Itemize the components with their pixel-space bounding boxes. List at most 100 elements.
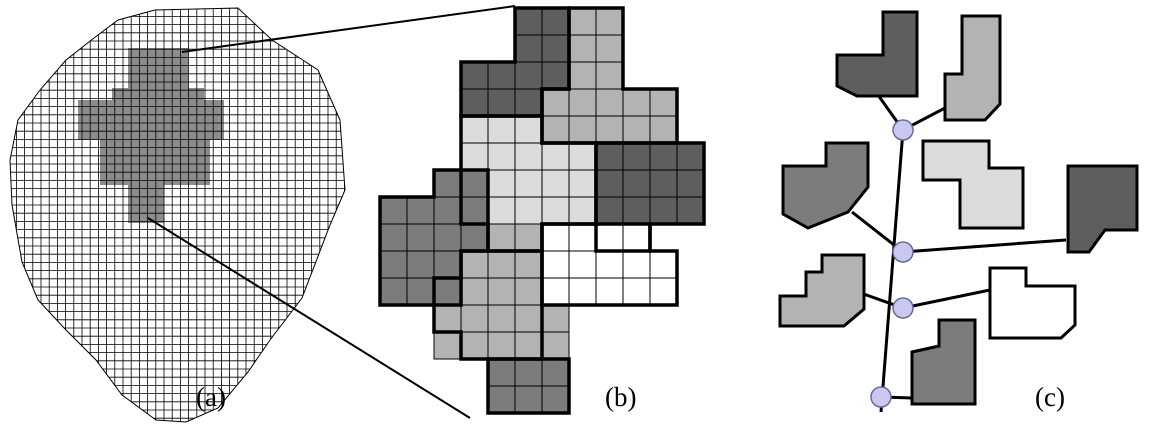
caption-a: (a): [196, 382, 226, 412]
grid-b-cell: [433, 304, 462, 333]
grid-b-cell: [433, 223, 462, 252]
grid-b-cell: [568, 88, 597, 117]
grid-b-cell: [460, 88, 489, 117]
piece-mid-center-light: [921, 139, 1025, 230]
grid-b-cell: [460, 115, 489, 144]
grid-b-cell: [595, 250, 624, 279]
grid-b-cell: [514, 88, 543, 117]
grid-b-cell: [622, 142, 651, 171]
grid-b-cell: [487, 250, 516, 279]
edge-node2-piece5: [902, 238, 1067, 254]
grid-b-cell: [379, 196, 408, 225]
highlight-cell-block: [100, 140, 210, 185]
grid-b-cell: [595, 34, 624, 63]
grid-b-cell: [568, 142, 597, 171]
grid-b-cell: [541, 304, 570, 333]
grid-b-cell: [649, 115, 678, 144]
grid-b-cell: [541, 7, 570, 36]
grid-b-cell: [514, 385, 543, 414]
grid-b-cell: [649, 277, 678, 306]
grid-b-cell: [487, 358, 516, 387]
grid-b-cell: [541, 385, 570, 414]
grid-b-cell: [541, 88, 570, 117]
piece-top-right-medium: [943, 14, 1002, 122]
grid-b-cell: [487, 331, 516, 360]
grid-b-cell: [487, 277, 516, 306]
tree-node-2: [892, 241, 914, 263]
grid-b-cell: [379, 223, 408, 252]
grid-b-cell: [541, 34, 570, 63]
grid-b-cell: [595, 277, 624, 306]
grid-b-piece-outline: [540, 222, 679, 307]
grid-b-cell: [622, 250, 651, 279]
grid-b-cell: [595, 61, 624, 90]
panel-b: (b): [378, 6, 706, 415]
grid-b-cell: [460, 61, 489, 90]
panel-c: (c): [778, 10, 1139, 413]
grid-b-cell: [514, 358, 543, 387]
piece-top-left-dark: [835, 10, 919, 98]
grid-b-cell: [433, 331, 462, 360]
grid-b-cell: [541, 115, 570, 144]
grid-b-cell: [568, 250, 597, 279]
grid-b-cell: [568, 277, 597, 306]
grid-b-cell: [406, 250, 435, 279]
highlight-cell-block: [78, 100, 224, 140]
grid-b-cell: [541, 250, 570, 279]
edge-node3-piece7: [902, 288, 991, 310]
trunk-edge: [879, 129, 905, 413]
grid-b-cell: [568, 61, 597, 90]
grid-b-cell: [460, 250, 489, 279]
grid-b: [378, 6, 706, 415]
piece-mid-left-medium-dark: [781, 141, 870, 230]
panel-a: (a): [9, 7, 346, 423]
grid-b-cell: [514, 250, 543, 279]
grid-b-cell: [622, 115, 651, 144]
grid-b-cell: [568, 34, 597, 63]
grid-b-cell: [514, 331, 543, 360]
grid-b-cell: [649, 250, 678, 279]
grid-b-cell: [379, 277, 408, 306]
grid-b-cell: [487, 385, 516, 414]
grid-b-cell: [433, 169, 462, 198]
grid-b-cell: [487, 169, 516, 198]
grid-b-cell: [541, 196, 570, 225]
grid-b-piece-outline: [378, 168, 490, 307]
grid-b-cell: [568, 7, 597, 36]
grid-b-cell: [595, 115, 624, 144]
grid-b-cell: [514, 61, 543, 90]
tree-node-1: [892, 119, 914, 141]
grid-b-cell: [514, 7, 543, 36]
grid-b-cell: [541, 169, 570, 198]
grid-b-cell: [379, 250, 408, 279]
grid-b-cell: [622, 223, 651, 252]
grid-b-cell: [514, 196, 543, 225]
grid-b-cell: [541, 358, 570, 387]
grid-b-cell: [676, 169, 705, 198]
grid-b-cell: [514, 34, 543, 63]
grid-b-cell: [649, 88, 678, 117]
grid-b-cell: [487, 61, 516, 90]
grid-b-cell: [487, 196, 516, 225]
grid-b-cell: [514, 277, 543, 306]
grid-b-cell: [595, 196, 624, 225]
grid-b-cell: [676, 142, 705, 171]
grid-b-cell: [460, 304, 489, 333]
zoom-line-top: [181, 5, 516, 53]
zoom-line-bottom: [147, 217, 471, 419]
grid-b-cell: [568, 115, 597, 144]
grid-b-cell: [433, 196, 462, 225]
caption-b: (b): [605, 382, 636, 412]
piece-lower-left-medium: [778, 253, 866, 328]
grid-b-cell: [460, 277, 489, 306]
grid-b-cell: [568, 196, 597, 225]
grid-b-cell: [514, 304, 543, 333]
grid-b-cell: [514, 223, 543, 252]
edge-node2-piece3: [851, 210, 904, 254]
tree-node-4: [870, 386, 892, 408]
grid-b-cell: [622, 277, 651, 306]
grid-b-cell: [622, 196, 651, 225]
grid-b-cell: [541, 223, 570, 252]
piece-bottom-medium-dark: [910, 318, 977, 406]
